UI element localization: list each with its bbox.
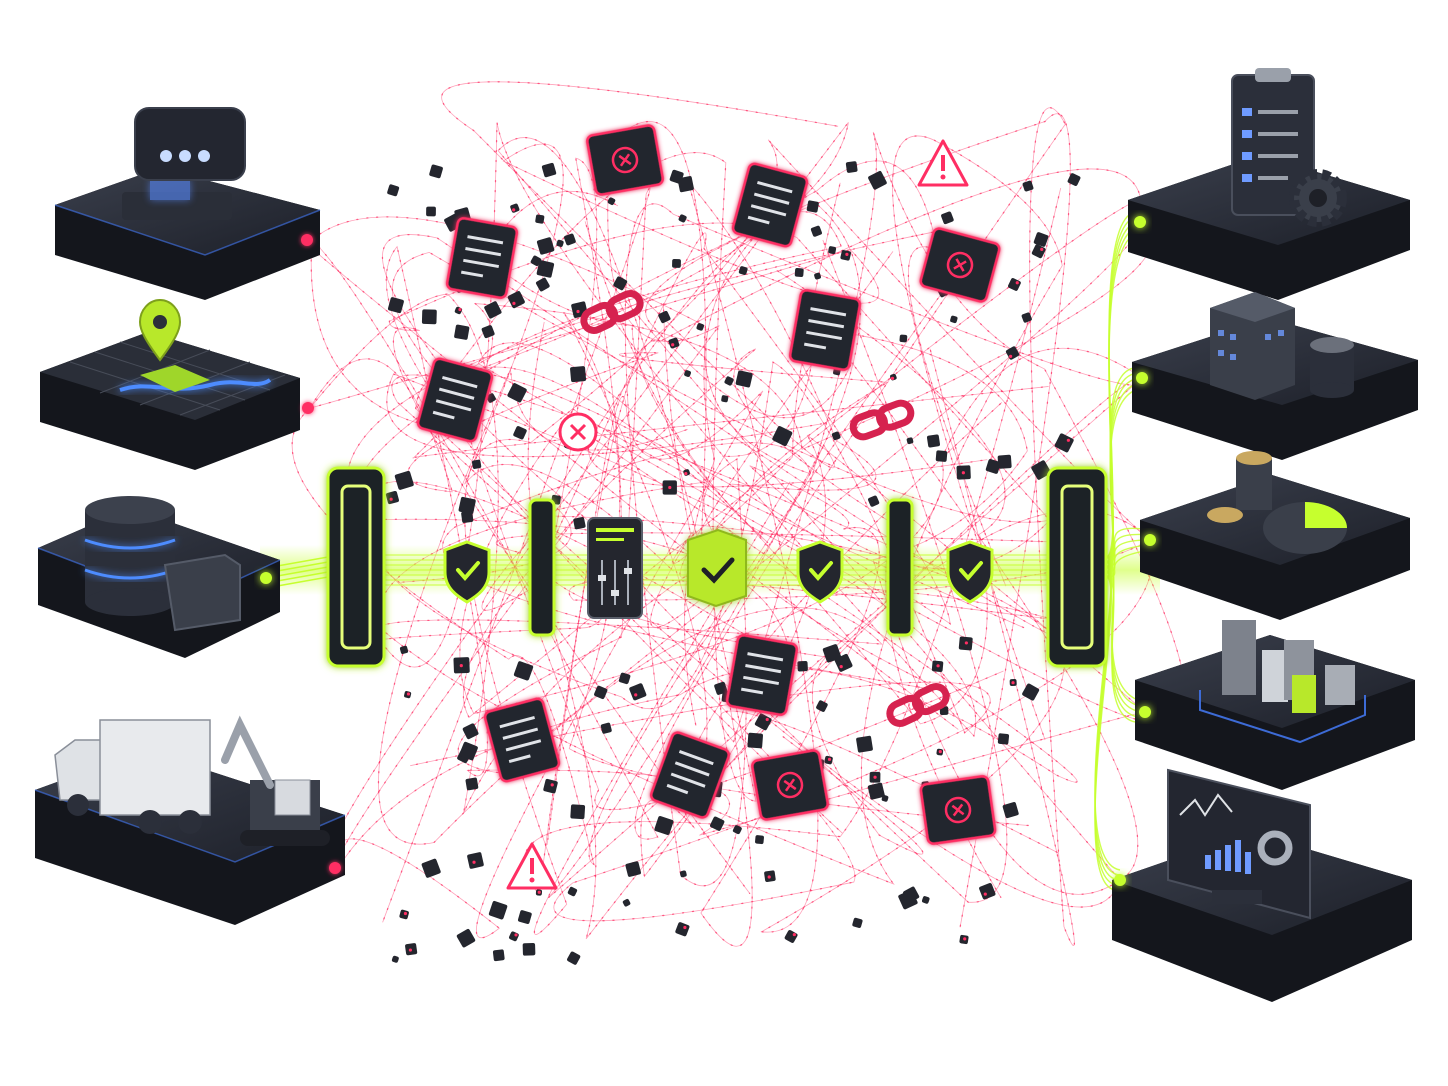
error-x-icon <box>919 227 1001 303</box>
gate-icon <box>528 498 556 637</box>
error-x-icon <box>751 749 829 821</box>
gate-icon <box>1046 466 1108 668</box>
shield-check-icon <box>796 540 844 604</box>
chaos-icons <box>416 124 1001 890</box>
warning-triangle-icon <box>506 842 558 890</box>
document-icon <box>445 217 519 299</box>
cube-check-icon <box>687 528 747 608</box>
chat-bubble-icon <box>122 107 246 220</box>
dest-city <box>1135 620 1415 790</box>
gate-icon <box>326 466 386 668</box>
error-x-icon <box>558 412 598 452</box>
dest-analytics <box>1112 768 1412 1002</box>
pipeline-stages <box>326 466 1108 668</box>
source-platforms <box>34 107 346 925</box>
error-x-icon <box>919 775 997 845</box>
source-map <box>40 298 314 470</box>
document-icon <box>483 697 561 783</box>
broken-link-icon <box>849 399 915 441</box>
dest-enterprise <box>1132 292 1418 460</box>
dest-checklist <box>1128 68 1410 300</box>
scattered-debris <box>385 161 1081 965</box>
building-coins-icon <box>1210 292 1354 400</box>
document-icon <box>649 731 731 819</box>
folder-icon <box>163 553 241 632</box>
broken-link-icon <box>580 290 644 334</box>
warning-triangle-icon <box>917 139 969 187</box>
gate-icon <box>886 498 914 637</box>
source-chat <box>54 107 321 300</box>
server-filter-icon <box>587 517 643 619</box>
shield-check-icon <box>946 540 994 604</box>
source-fleet <box>34 715 346 925</box>
shield-check-icon <box>443 540 491 604</box>
city-blocks-icon <box>1199 620 1366 744</box>
monitor-dashboard-icon <box>1167 768 1311 920</box>
document-icon <box>731 162 809 248</box>
truck-excavator-icon <box>54 715 330 846</box>
source-database <box>37 496 281 658</box>
coins-pie-chart-icon <box>1207 451 1347 554</box>
map-pin-icon <box>138 298 182 362</box>
database-icon <box>84 496 176 616</box>
document-icon <box>788 289 862 371</box>
destination-platforms <box>1112 68 1418 1002</box>
error-x-icon <box>586 124 664 196</box>
dest-finance <box>1140 451 1410 620</box>
clipboard-gear-icon <box>1231 68 1347 227</box>
document-icon <box>725 634 799 716</box>
broken-link-icon <box>886 683 950 727</box>
document-icon <box>416 357 494 443</box>
